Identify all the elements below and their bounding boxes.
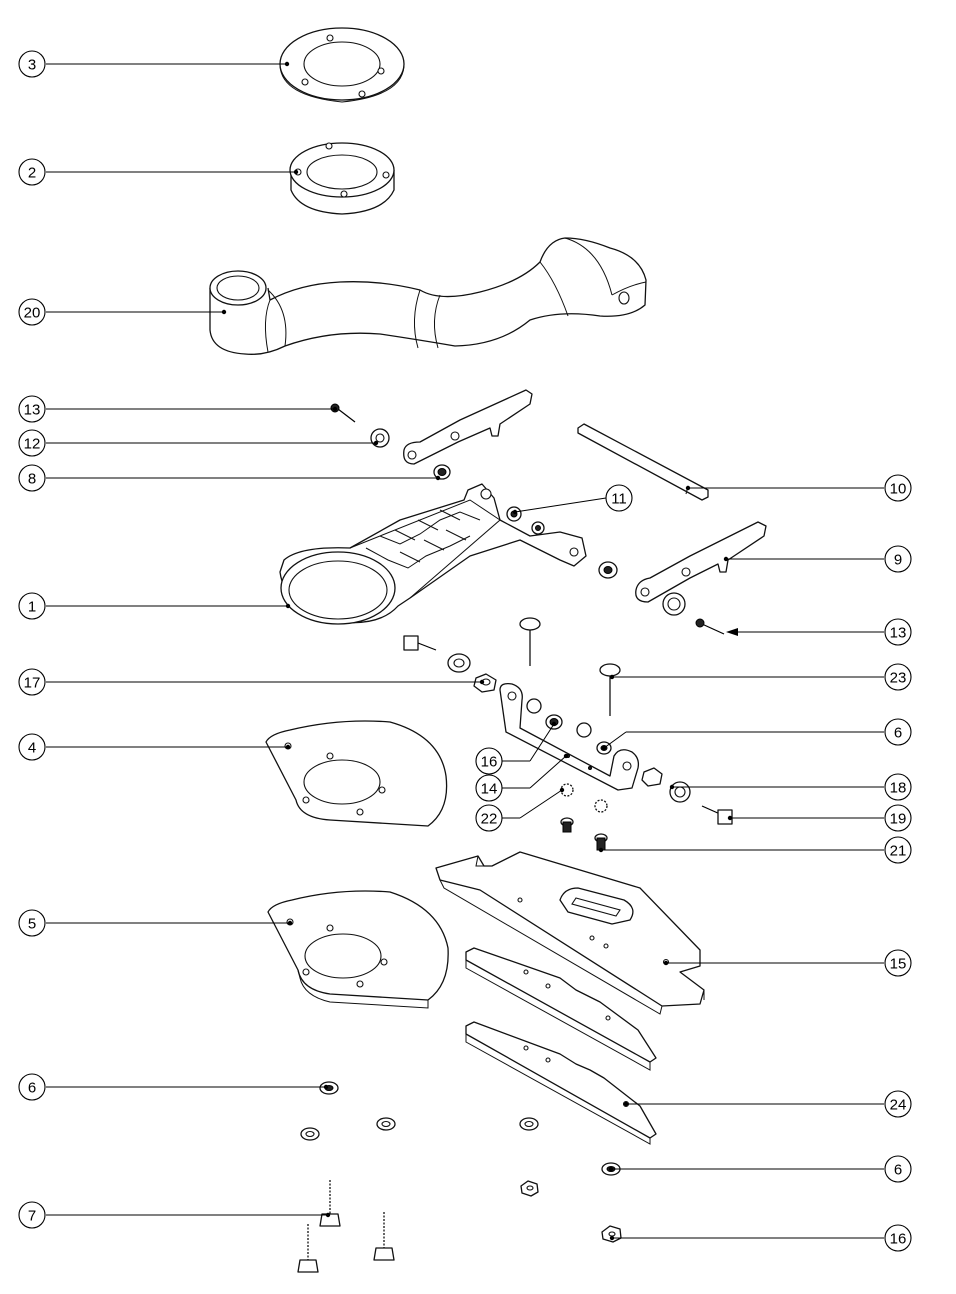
callout-15: 15 (884, 949, 912, 977)
part-9-right-link (635, 521, 767, 603)
part-7-bolts (297, 1180, 395, 1273)
callout-label: 1 (28, 599, 36, 616)
callout-13-upper: 13 (18, 395, 46, 423)
part-23-screw (599, 663, 621, 716)
callout-label: 21 (890, 843, 907, 860)
part-13-screw-upper (330, 403, 356, 423)
callout-label: 5 (28, 916, 36, 933)
callout-label: 15 (890, 956, 907, 973)
part-21-screws (560, 817, 608, 851)
bolt-left (403, 635, 437, 651)
callout-14: 14 (475, 774, 503, 802)
callout-label: 20 (24, 305, 41, 322)
callout-label: 13 (24, 402, 41, 419)
part-19-bolt (701, 805, 733, 825)
part-14-bracket (499, 682, 640, 791)
upper-link-bar (403, 389, 533, 465)
part-17-sleeve (473, 673, 497, 693)
callout-label: 16 (481, 754, 498, 771)
callout-16-mid: 16 (475, 747, 503, 775)
callout-19: 19 (884, 804, 912, 832)
callout-label: 6 (894, 1162, 902, 1179)
part-24-wedge-lower (465, 1021, 657, 1145)
callout-label: 11 (611, 491, 627, 508)
callout-6-mid: 6 (884, 718, 912, 746)
callout-label: 4 (28, 740, 36, 757)
callout-label: 9 (894, 552, 902, 569)
callout-21: 21 (884, 836, 912, 864)
callout-23: 23 (884, 663, 912, 691)
part-4-plate (265, 720, 448, 827)
callout-label: 6 (28, 1080, 36, 1097)
callout-label: 3 (28, 57, 36, 74)
bottom-nuts (520, 1180, 622, 1243)
callout-label: 22 (481, 811, 498, 828)
callout-label: 16 (890, 1231, 907, 1248)
callout-label: 24 (890, 1097, 907, 1114)
callout-13-lower: 13 (884, 618, 912, 646)
callout-16-lower: 16 (884, 1224, 912, 1252)
screw-vertical-center (519, 617, 541, 666)
callout-label: 7 (28, 1208, 36, 1225)
washer-left (447, 653, 471, 673)
callout-18: 18 (884, 773, 912, 801)
callout-12: 12 (18, 429, 46, 457)
callout-3: 3 (18, 50, 46, 78)
part-12-spacer-lower (662, 592, 686, 616)
callout-label: 12 (24, 436, 41, 453)
callout-label: 17 (24, 675, 41, 692)
callout-label: 18 (890, 780, 907, 797)
callout-22: 22 (475, 804, 503, 832)
part-11-nuts (506, 506, 545, 535)
part-2-flange-ring (289, 142, 395, 215)
part-12-spacer-upper (370, 428, 390, 448)
part-1-main-frame (279, 483, 587, 625)
callout-1: 1 (18, 592, 46, 620)
callout-20: 20 (18, 298, 46, 326)
callout-label: 14 (481, 781, 498, 798)
callout-7: 7 (18, 1201, 46, 1229)
part-22-lock-washers (560, 783, 608, 813)
callout-6-lower-left: 6 (18, 1073, 46, 1101)
part-15-slotted-bar (435, 851, 705, 1015)
part-9-bushing (598, 561, 618, 579)
part-5-plate (267, 890, 449, 1009)
callout-8: 8 (18, 464, 46, 492)
callout-label: 13 (890, 625, 907, 642)
callout-10: 10 (884, 474, 912, 502)
callout-label: 2 (28, 165, 36, 182)
callout-4: 4 (18, 733, 46, 761)
callout-label: 23 (890, 670, 907, 687)
part-8-washer (433, 464, 451, 480)
leader-lines (46, 61, 884, 1241)
part-20-curved-arm (209, 237, 647, 355)
callout-24: 24 (884, 1090, 912, 1118)
callout-label: 10 (890, 481, 907, 498)
callout-label: 6 (894, 725, 902, 742)
callout-17: 17 (18, 668, 46, 696)
callout-5: 5 (18, 909, 46, 937)
callout-9: 9 (884, 545, 912, 573)
part-3-gasket (279, 27, 405, 103)
part-13-screw-lower (695, 618, 725, 635)
bottom-washers (300, 1081, 621, 1176)
callout-label: 8 (28, 471, 36, 488)
callout-11: 11 (605, 484, 633, 512)
callout-label: 19 (890, 811, 907, 828)
callout-6-lower-right: 6 (884, 1155, 912, 1183)
part-18-spacer (641, 767, 691, 803)
part-24-wedge-upper (465, 947, 657, 1071)
callout-2: 2 (18, 158, 46, 186)
